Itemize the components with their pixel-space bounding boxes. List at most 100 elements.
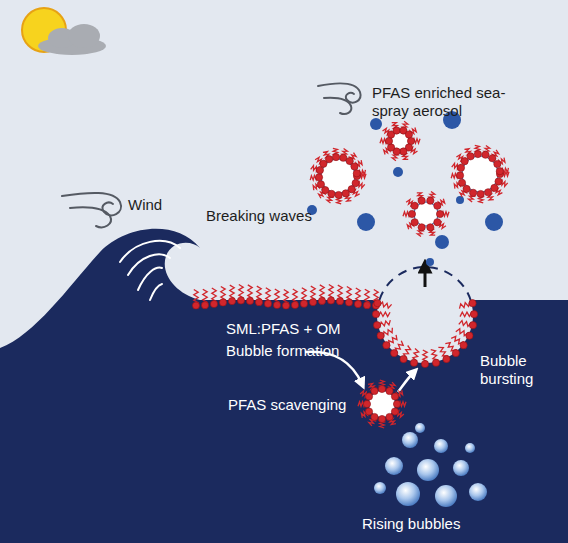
surfactant-head: [255, 299, 262, 306]
wind-line: [62, 193, 121, 216]
surfactant-head: [318, 297, 325, 304]
surfactant-head: [477, 190, 484, 197]
surfactant-head: [400, 355, 407, 362]
text-label: PFAS scavenging: [228, 396, 368, 414]
surfactant-head: [436, 210, 443, 217]
aerosol-droplet: [435, 235, 449, 249]
surfactant-head: [469, 322, 476, 329]
surfactant-head: [494, 160, 501, 167]
surfactant-head: [219, 299, 226, 306]
rising-bubble: [402, 432, 418, 448]
surfactant-head: [371, 387, 378, 394]
text-label: SML:PFAS + OM: [226, 320, 366, 338]
rising-bubble: [385, 457, 403, 475]
surfactant-head: [282, 302, 289, 309]
surfactant-head: [463, 185, 470, 192]
surfactant-head: [237, 297, 244, 304]
sea-spray-aerosol: [307, 111, 509, 266]
aerosol-droplet: [357, 213, 375, 231]
surfactant-head: [378, 415, 385, 422]
scavenging-bubble: [369, 391, 395, 417]
surfactant-head: [408, 210, 415, 217]
surfactant-head: [470, 189, 477, 196]
surfactant-head: [365, 408, 372, 415]
surfactant-head: [332, 154, 339, 161]
surfactant-head: [327, 297, 334, 304]
aerosol-droplet: [485, 213, 503, 231]
surfactant-head: [363, 302, 370, 309]
surfactant-head: [391, 408, 398, 415]
surfactant-head: [458, 179, 465, 186]
surfactant-head: [400, 148, 407, 155]
surfactant-head: [421, 360, 428, 367]
foam-line: [120, 241, 180, 262]
sea-and-wave: [0, 229, 568, 543]
surfactant-head: [385, 137, 392, 144]
cloud: [38, 24, 106, 55]
text-label: Wind: [128, 196, 188, 214]
surfactant-head: [410, 359, 417, 366]
surfactant-head: [373, 322, 380, 329]
surfactant-head: [351, 163, 358, 170]
surfactant-head: [434, 202, 441, 209]
ejection-arrow: [424, 266, 427, 287]
rising-bubble: [396, 482, 420, 506]
surfactant-head: [371, 413, 378, 420]
aerosol-droplet: [370, 118, 382, 130]
surfactant-head: [374, 300, 381, 307]
surfactant-head: [192, 302, 199, 309]
surfactant-head: [325, 156, 332, 163]
surfactant-head: [363, 400, 370, 407]
surfactant-head: [335, 191, 342, 198]
surfactant-head: [377, 332, 384, 339]
surfactant-head: [418, 224, 425, 231]
surfactant-head: [427, 197, 434, 204]
surfactant-head: [391, 349, 398, 356]
wind-line: [324, 98, 351, 114]
rising-bubble: [374, 482, 386, 494]
surfactant-head: [315, 174, 322, 181]
surfactant-head: [469, 300, 476, 307]
rising-bubble: [417, 459, 439, 481]
surfactant-head: [411, 219, 418, 226]
surfactant-head: [407, 137, 414, 144]
surfactant-head: [434, 219, 441, 226]
surfactant-head: [291, 301, 298, 308]
rising-bubble: [453, 460, 469, 476]
rising-bubble: [435, 485, 457, 507]
surfactant-head: [393, 127, 400, 134]
surfactant-head: [340, 154, 347, 161]
surfactant-head: [273, 301, 280, 308]
rising-bubbles: [374, 423, 487, 507]
surfactant-head: [353, 170, 360, 177]
surfactant-head: [496, 168, 503, 175]
surfactant-head: [309, 299, 316, 306]
rising-bubble: [465, 443, 475, 453]
surfactant-head: [456, 172, 463, 179]
surfactant-head: [466, 332, 473, 339]
surfactant-head: [495, 178, 502, 185]
aerosol-droplet: [456, 196, 464, 204]
surfactant-head: [378, 385, 385, 392]
surfactant-head: [457, 164, 464, 171]
surfactant-head: [388, 144, 395, 151]
surfactant-head: [246, 297, 253, 304]
surfactant-head: [411, 202, 418, 209]
surfactant-head: [201, 302, 208, 309]
surfactant-head: [228, 297, 235, 304]
surfactant-head: [345, 299, 352, 306]
surfactant-head: [342, 190, 349, 197]
text-label: Bubble formation: [226, 342, 366, 360]
surfactant-head: [386, 387, 393, 394]
surfactant-head: [470, 311, 477, 318]
surfactant-head: [316, 167, 323, 174]
surfactant-head: [482, 151, 489, 158]
surfactant-head: [336, 298, 343, 305]
wind-line: [70, 207, 111, 227]
wind-swirl: [62, 84, 361, 228]
surfactant-head: [489, 155, 496, 162]
aerosol-droplet: [426, 258, 434, 266]
text-label: Bubble bursting: [480, 352, 552, 388]
rising-bubble: [434, 439, 448, 453]
rising-bubble: [415, 423, 425, 433]
